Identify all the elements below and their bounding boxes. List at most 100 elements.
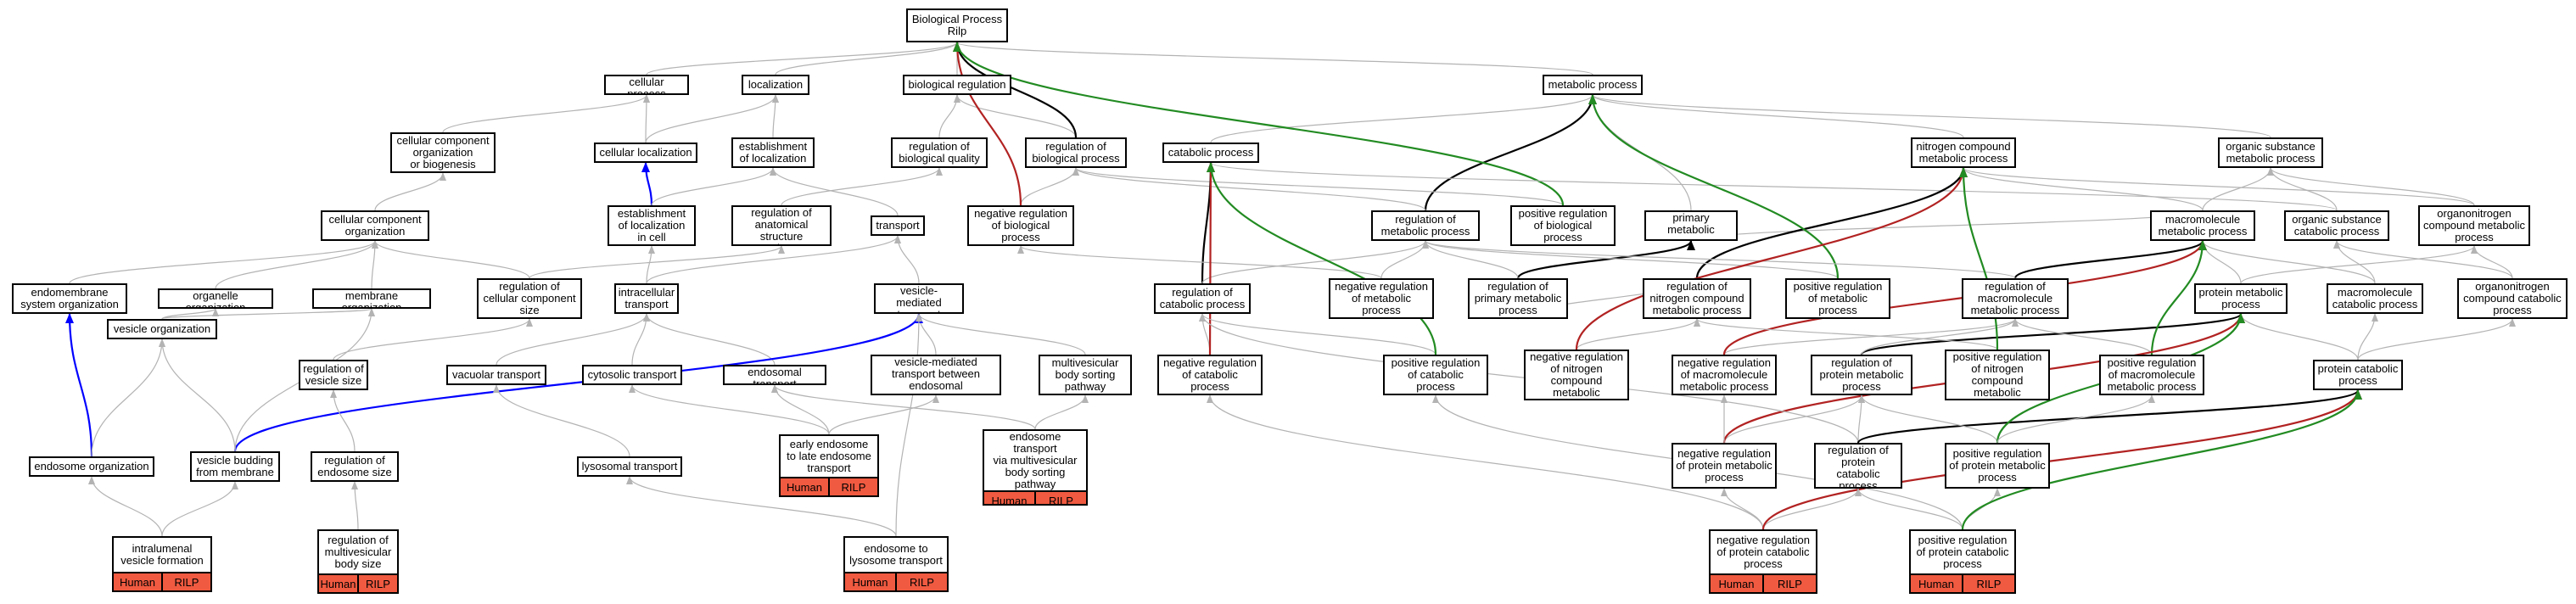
go-term-node[interactable]: protein metabolic process — [2194, 283, 2288, 314]
edge-gray — [493, 384, 630, 457]
go-term-node[interactable]: cellular localization — [594, 143, 697, 163]
edge-green — [1959, 167, 1999, 350]
go-term-node[interactable]: positive regulation of metabolic process — [1785, 278, 1890, 319]
go-term-node[interactable]: vesicle organization — [107, 319, 217, 339]
go-term-node[interactable]: regulation of protein catabolic process — [1814, 443, 1902, 489]
go-term-node[interactable]: negative regulation of catabolic process — [1157, 355, 1263, 395]
go-term-node[interactable]: negative regulation of protein catabolic… — [1709, 529, 1817, 594]
edge-gray — [161, 481, 238, 537]
go-term-label: negative regulation of protein metabolic… — [1676, 447, 1772, 484]
go-term-node[interactable]: regulation of nitrogen compound metaboli… — [1643, 278, 1751, 319]
go-term-node[interactable]: regulation of anatomical structure size — [731, 205, 832, 246]
go-term-node[interactable]: cellular process — [604, 75, 689, 95]
go-term-node[interactable]: vesicle budding from membrane — [190, 451, 280, 482]
go-term-label: organonitrogen compound catabolic proces… — [2463, 280, 2562, 316]
edge-red — [1206, 162, 1215, 355]
go-term-node[interactable]: macromolecule metabolic process — [2150, 210, 2255, 241]
go-term-node[interactable]: positive regulation of protein catabolic… — [1909, 529, 2016, 594]
go-term-node[interactable]: endosomal transport — [723, 365, 826, 385]
go-term-node[interactable]: positive regulation of biological proces… — [1510, 205, 1616, 246]
go-term-node[interactable]: early endosome to late endosome transpor… — [779, 434, 879, 497]
go-term-node[interactable]: localization — [742, 75, 809, 95]
go-term-node[interactable]: regulation of metabolic process — [1371, 210, 1480, 241]
go-term-node[interactable]: cellular component organization or bioge… — [390, 132, 496, 173]
edge-gray — [894, 235, 920, 284]
go-term-label: positive regulation of nitrogen compound… — [1952, 350, 2042, 399]
go-term-label: regulation of biological process — [1032, 140, 1120, 165]
edge-gray — [642, 94, 650, 143]
go-term-node[interactable]: biological regulation — [903, 75, 1011, 95]
edge-gray — [954, 42, 1593, 76]
go-term-node[interactable]: establishment of localization — [731, 137, 815, 168]
edge-green — [1961, 389, 2362, 530]
go-term-node[interactable]: organonitrogen compound metabolic proces… — [2418, 205, 2530, 246]
go-term-node[interactable]: organelle organization — [158, 288, 273, 309]
go-term-node[interactable]: regulation of endosome size — [311, 451, 399, 482]
go-term-node[interactable]: Biological Process Rilp — [906, 8, 1008, 42]
edge-blue — [641, 162, 653, 206]
edge-gray — [1017, 245, 1382, 279]
edge-green — [1207, 162, 1437, 355]
go-term-node[interactable]: endomembrane system organization — [12, 283, 127, 314]
go-term-node[interactable]: negative regulation of macromolecule met… — [1672, 355, 1777, 395]
go-term-node[interactable]: negative regulation of biological proces… — [967, 205, 1074, 246]
go-term-label: biological regulation — [908, 78, 1006, 91]
go-term-node[interactable]: lysosomal transport — [577, 456, 682, 477]
go-term-node[interactable]: regulation of macromolecule metabolic pr… — [1962, 278, 2069, 319]
edge-gray — [1589, 94, 2271, 138]
go-term-node[interactable]: primary metabolic process — [1644, 210, 1738, 241]
go-term-node[interactable]: negative regulation of metabolic process — [1329, 278, 1434, 319]
go-term-node[interactable]: regulation of biological process — [1025, 137, 1127, 168]
go-term-node[interactable]: organonitrogen compound catabolic proces… — [2457, 278, 2568, 319]
edge-red — [1761, 389, 2362, 530]
go-term-node[interactable]: transport — [871, 215, 925, 236]
go-term-node[interactable]: protein catabolic process — [2313, 360, 2403, 390]
go-term-node[interactable]: positive regulation of protein metabolic… — [1945, 443, 2050, 489]
go-term-node[interactable]: catabolic process — [1162, 143, 1259, 163]
edge-gray — [770, 167, 899, 216]
edge-gray — [2333, 240, 2513, 279]
go-term-node[interactable]: intracellular transport — [614, 283, 679, 314]
go-term-node[interactable]: endosome organization — [29, 456, 154, 477]
go-term-node[interactable]: multivesicular body sorting pathway — [1039, 355, 1132, 395]
go-term-label: regulation of multivesicular body size — [324, 534, 392, 570]
go-term-node[interactable]: negative regulation of nitrogen compound… — [1524, 350, 1629, 400]
go-term-node[interactable]: positive regulation of catabolic process — [1383, 355, 1488, 395]
go-term-node[interactable]: negative regulation of protein metabolic… — [1672, 443, 1777, 489]
go-term-node[interactable]: nitrogen compound metabolic process — [1911, 137, 2016, 168]
go-term-node[interactable]: positive regulation of nitrogen compound… — [1945, 350, 2050, 400]
edge-gray — [1960, 167, 2204, 211]
edge-gray — [374, 172, 446, 211]
edge-black — [953, 42, 1078, 138]
edge-black — [1860, 312, 2245, 356]
go-term-node[interactable]: positive regulation of macromolecule met… — [2099, 355, 2204, 395]
go-term-node[interactable]: vacuolar transport — [446, 365, 546, 385]
go-term-node[interactable]: regulation of primary metabolic process — [1468, 278, 1568, 319]
go-term-node[interactable]: regulation of protein metabolic process — [1811, 355, 1912, 395]
gene-tag: RILP — [895, 573, 947, 590]
go-term-node[interactable]: organic substance metabolic process — [2218, 137, 2323, 168]
go-term-node[interactable]: endosome transport via multivesicular bo… — [983, 429, 1088, 506]
go-term-node[interactable]: vesicle-mediated transport — [874, 283, 964, 314]
go-term-node[interactable]: regulation of catabolic process — [1154, 283, 1251, 314]
go-term-node[interactable]: regulation of cellular component size — [477, 278, 582, 319]
go-term-node[interactable]: membrane organization — [312, 288, 431, 309]
go-term-label: regulation of metabolic process — [1380, 213, 1470, 238]
go-term-node[interactable]: regulation of biological quality — [891, 137, 988, 168]
go-term-label: intracellular transport — [618, 286, 675, 310]
go-term-node[interactable]: establishment of localization in cell — [608, 205, 696, 246]
go-term-node[interactable]: macromolecule catabolic process — [2327, 283, 2423, 314]
go-term-node[interactable]: organic substance catabolic process — [2284, 210, 2389, 241]
edge-gray — [626, 476, 897, 537]
edge-gray — [333, 318, 533, 361]
go-term-node[interactable]: vesicle-mediated transport between endos… — [871, 355, 1001, 395]
go-term-node[interactable]: regulation of vesicle size — [299, 360, 368, 390]
go-term-node[interactable]: metabolic process — [1543, 75, 1643, 95]
go-term-node[interactable]: cytosolic transport — [582, 365, 682, 385]
go-term-node[interactable]: cellular component organization — [321, 210, 429, 241]
